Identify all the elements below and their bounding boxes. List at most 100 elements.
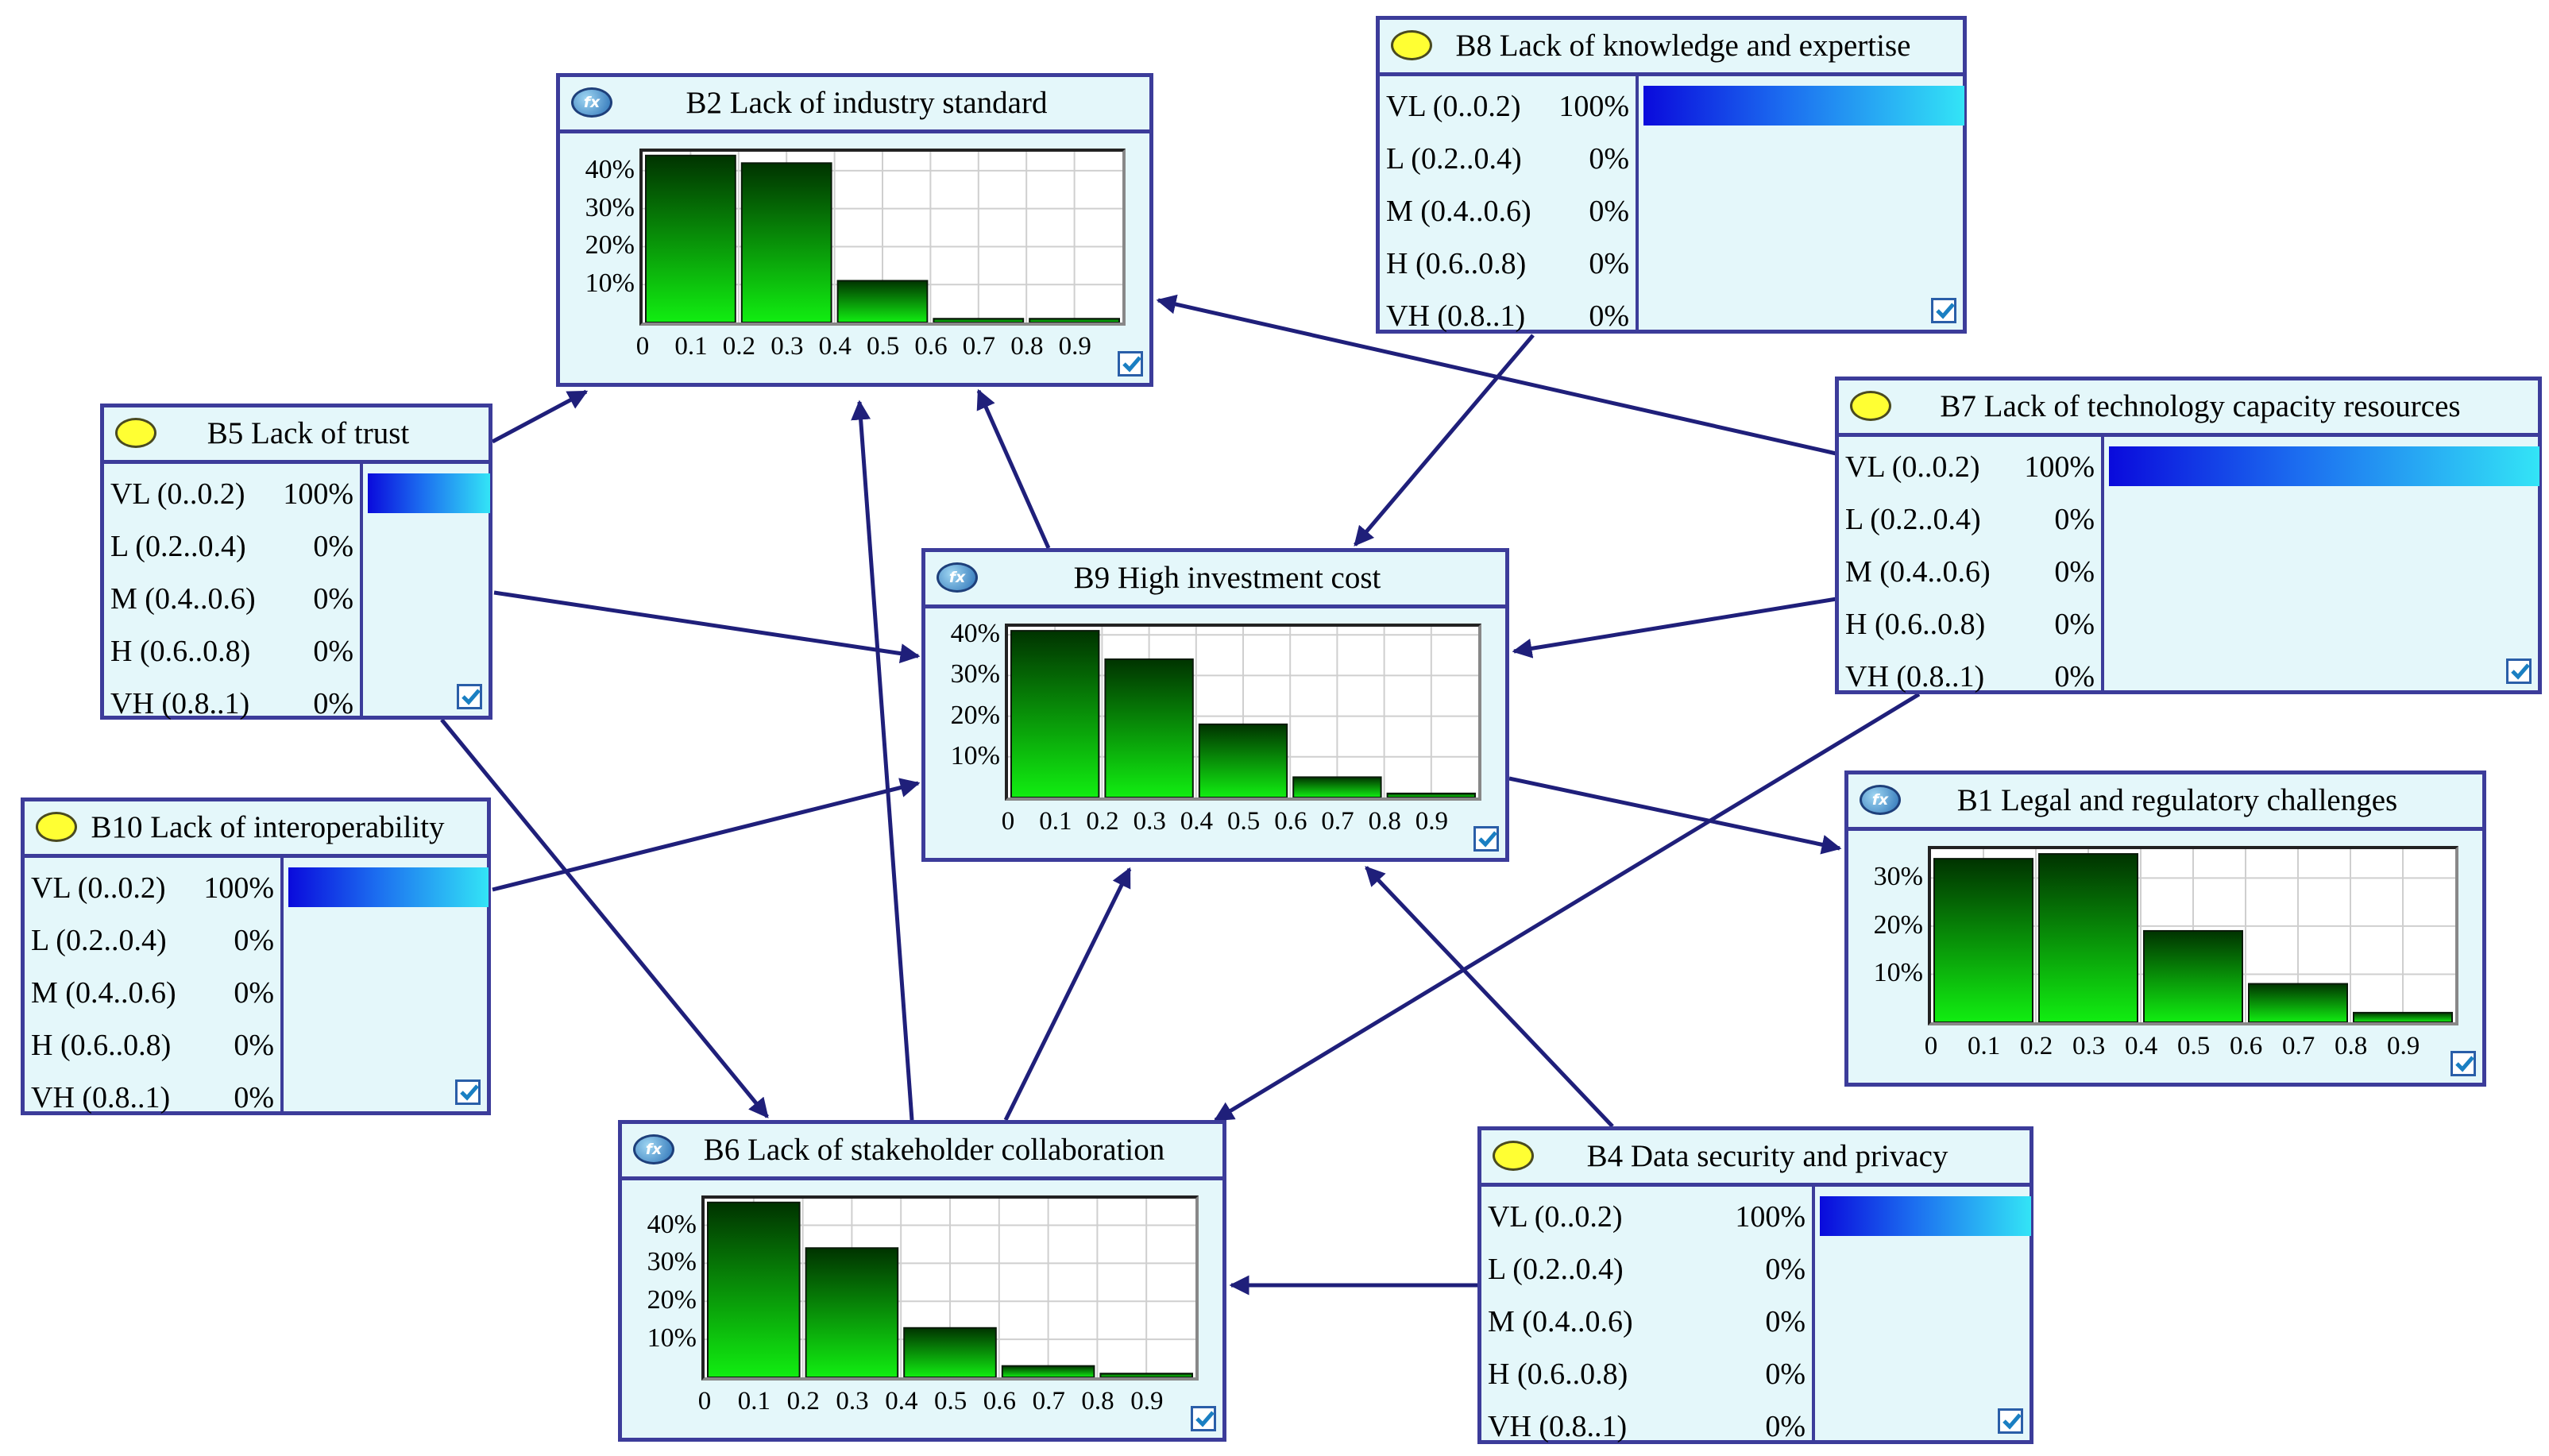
- state-label: VH (0.8..1): [110, 687, 250, 720]
- fx-function-icon: fx: [633, 1134, 674, 1164]
- state-percent: 0%: [234, 924, 274, 957]
- y-tick-label: 10%: [950, 740, 1000, 770]
- node-checkbox[interactable]: [1191, 1406, 1216, 1431]
- node-checkbox[interactable]: [1473, 826, 1499, 852]
- x-tick-label: 0.7: [1321, 807, 1354, 836]
- state-row: VH (0.8..1)0%: [1488, 1401, 1806, 1452]
- state-row: L (0.2..0.4)0%: [110, 521, 353, 572]
- state-row: L (0.2..0.4) 0%: [31, 915, 274, 966]
- node-title: B7 Lack of technology capacity resources: [1940, 389, 2461, 423]
- state-label: H (0.6..0.8): [1845, 608, 1986, 641]
- state-percent: 0%: [1589, 195, 1629, 228]
- x-tick-label: 0.1: [1968, 1032, 2001, 1060]
- state-list: VL (0..0.2)100%L (0.2..0.4)0%M (0.4..0.6…: [104, 464, 363, 720]
- node-checkbox[interactable]: [457, 684, 482, 709]
- histogram-bar: [1292, 776, 1382, 798]
- node-title-bar[interactable]: B8 Lack of knowledge and expertise: [1380, 20, 1963, 76]
- state-row: M (0.4..0.6)0%: [1386, 186, 1629, 237]
- state-row: H (0.6..0.8)0%: [110, 626, 353, 677]
- state-label: VL (0..0.2): [1386, 90, 1521, 123]
- y-tick-label: 30%: [950, 659, 1000, 689]
- histogram-bar: [707, 1201, 801, 1377]
- arrow-b6-to-b2: [851, 400, 914, 1121]
- x-tick-label: 0: [635, 332, 650, 361]
- x-tick-label: 0.9: [1058, 332, 1091, 361]
- node-checkbox[interactable]: [455, 1079, 481, 1105]
- node-title-bar[interactable]: B4 Data security and privacy: [1481, 1130, 2030, 1187]
- state-row: M (0.4..0.6)0%: [31, 967, 274, 1018]
- fx-label: fx: [1871, 791, 1889, 809]
- histogram-plot: [639, 149, 1126, 326]
- yellow-evidence-icon: [1850, 391, 1891, 421]
- y-tick-label: 20%: [1873, 910, 1923, 940]
- state-row: H (0.6..0.8)0%: [31, 1020, 274, 1071]
- fx-label: fx: [645, 1141, 662, 1158]
- state-percent: 0%: [2054, 660, 2095, 693]
- node-checkbox[interactable]: [1118, 351, 1143, 377]
- state-percent: 0%: [313, 687, 353, 720]
- node-checkbox[interactable]: [2451, 1051, 2476, 1076]
- check-icon: [1936, 303, 1955, 319]
- node-checkbox[interactable]: [2506, 658, 2532, 684]
- x-tick-label: 0.1: [737, 1387, 771, 1415]
- state-list: VL (0..0.2)100%L (0.2..0.4)0%M (0.4..0.6…: [1839, 437, 2104, 693]
- node-checkbox[interactable]: [1931, 298, 1956, 323]
- state-percent: 0%: [1765, 1305, 1806, 1338]
- yellow-evidence-icon: [1493, 1141, 1534, 1171]
- node-checkbox[interactable]: [1998, 1408, 2023, 1434]
- y-tick-label: 10%: [647, 1323, 697, 1354]
- histogram-plot: [701, 1195, 1199, 1381]
- state-percent: 0%: [2054, 503, 2095, 536]
- node-b8[interactable]: B8 Lack of knowledge and expertise VL (0.…: [1376, 16, 1967, 334]
- belief-bars: [1815, 1187, 2031, 1440]
- yellow-evidence-icon: [1391, 30, 1432, 60]
- state-label: L (0.2..0.4): [1488, 1253, 1624, 1286]
- node-title: B1 Legal and regulatory challenges: [1956, 783, 2398, 817]
- x-tick-label: 0.3: [770, 332, 804, 361]
- arrow-b6-to-b9: [1003, 867, 1132, 1122]
- state-row: VL (0..0.2)100%: [110, 469, 353, 519]
- x-tick-label: 0.8: [1081, 1387, 1114, 1415]
- node-title-bar[interactable]: B5 Lack of trust: [104, 407, 489, 464]
- node-title-bar[interactable]: B10 Lack of interoperability: [25, 801, 487, 858]
- check-icon: [462, 689, 481, 705]
- state-percent: 0%: [1765, 1410, 1806, 1443]
- state-list: VL (0..0.2)100%L (0.2..0.4)0%M (0.4..0.6…: [1380, 76, 1639, 333]
- x-tick-label: 0.4: [885, 1387, 918, 1415]
- node-title-bar[interactable]: fx B1 Legal and regulatory challenges: [1848, 774, 2482, 831]
- state-label: L (0.2..0.4): [31, 924, 167, 957]
- node-b7[interactable]: B7 Lack of technology capacity resources…: [1835, 377, 2542, 694]
- node-title-bar[interactable]: B7 Lack of technology capacity resources: [1839, 380, 2538, 437]
- histogram-bar: [1001, 1365, 1095, 1377]
- state-label: VL (0..0.2): [110, 477, 245, 511]
- histogram-bar: [645, 154, 736, 322]
- histogram-bar: [1104, 658, 1194, 798]
- check-icon: [460, 1084, 479, 1101]
- node-title: B5 Lack of trust: [207, 416, 410, 450]
- state-label: M (0.4..0.6): [1845, 555, 1991, 589]
- x-tick-label: 0.5: [934, 1387, 967, 1415]
- state-label: VL (0..0.2): [1488, 1200, 1623, 1234]
- histogram-bar: [2143, 929, 2243, 1022]
- belief-bar: [288, 867, 489, 907]
- state-percent: 100%: [1558, 90, 1629, 123]
- state-row: VH (0.8..1)0%: [1845, 651, 2095, 702]
- histogram-bar: [1010, 630, 1100, 798]
- histogram-bar: [1386, 792, 1477, 798]
- state-label: L (0.2..0.4): [110, 530, 246, 563]
- x-tick-label: 0: [1924, 1032, 1938, 1060]
- histogram-bar: [933, 318, 1025, 322]
- state-percent: 0%: [1589, 247, 1629, 280]
- x-tick-label: 0.9: [1415, 807, 1449, 836]
- y-tick-label: 10%: [585, 268, 635, 299]
